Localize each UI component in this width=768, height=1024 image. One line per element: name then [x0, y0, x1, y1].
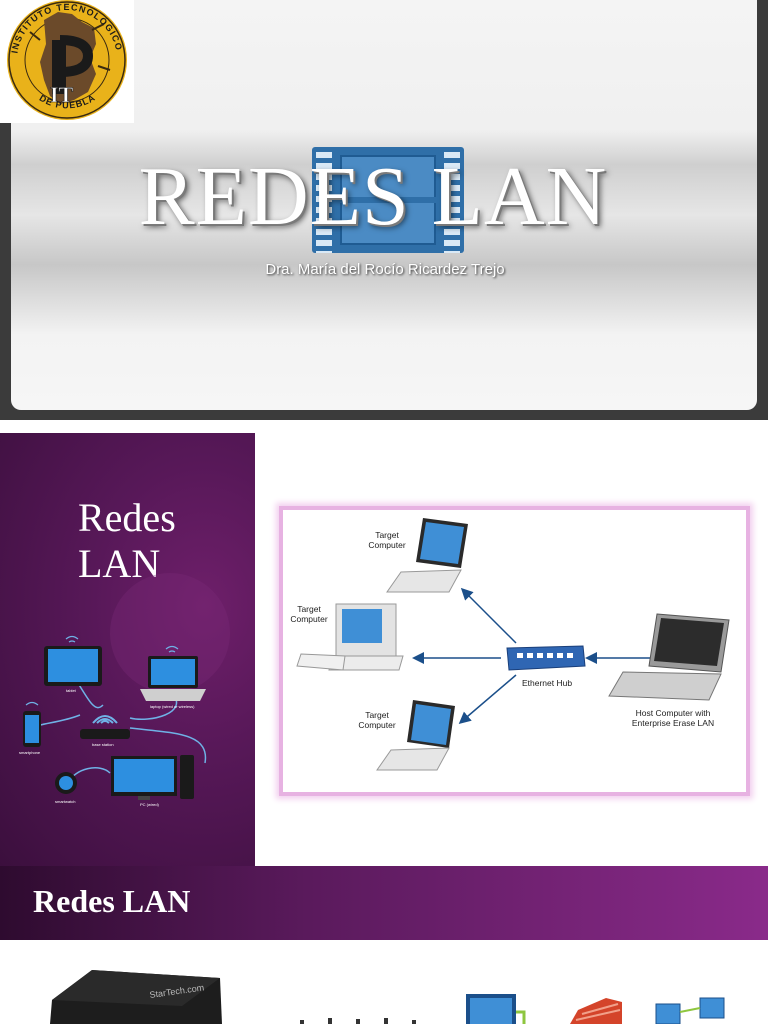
router-label: base station — [92, 742, 114, 747]
panel-title-line2: LAN — [78, 541, 161, 586]
tablet-icon — [44, 635, 102, 686]
laptop-label: laptop (wired or wireless) — [150, 704, 195, 709]
hub-label: Ethernet Hub — [521, 678, 573, 688]
smartwatch-icon — [55, 772, 77, 794]
router-icon — [80, 715, 130, 739]
device-brand-text: StarTech.com — [0, 940, 1, 941]
smartphone-icon — [23, 701, 41, 747]
film-strip-icon — [312, 147, 464, 253]
author-subtitle: Dra. María del Rocío Ricardez Trejo — [265, 261, 505, 278]
slide-title: REDES LAN — [138, 150, 608, 243]
network-nodes-icon — [655, 997, 725, 1024]
title-slide: IT INSTITUTO TECNOLÓGICO DE PUEBLA REDES… — [0, 0, 768, 420]
pc-label: PC (wired) — [140, 802, 159, 807]
slide3-header-band: Redes LAN — [0, 866, 768, 940]
ethernet-hub-diagram: Target Computer Target Computer Target C… — [279, 506, 750, 796]
svg-text:IT: IT — [50, 82, 74, 107]
target-desktop-icon — [296, 603, 404, 671]
lan-diagram-slide: Redes LAN — [0, 433, 768, 866]
laptop-icon — [140, 645, 206, 701]
host-label: Host Computer with Enterprise Erase LAN — [631, 708, 715, 728]
target-laptop-top-icon — [386, 518, 468, 593]
panel-title-line1: Redes — [78, 495, 176, 540]
target-bottom-label: Target Computer — [358, 710, 396, 730]
network-device-box-icon: StarTech.com — [50, 970, 222, 1024]
target-top-label: Target Computer — [368, 530, 406, 550]
slide3-illustrations: StarTech.com — [50, 970, 725, 1024]
target-laptop-bottom-icon — [376, 700, 455, 771]
firewall-icon — [570, 998, 622, 1024]
smartphone-label: smartphone — [19, 750, 41, 755]
purple-side-panel: Redes LAN — [0, 433, 255, 866]
ethernet-hub-icon — [506, 645, 586, 671]
institution-logo: IT INSTITUTO TECNOLÓGICO DE PUEBLA — [0, 0, 134, 123]
computer-monitor-icon — [466, 994, 526, 1024]
diagram-graphics — [296, 518, 730, 771]
network-devices-illustration — [23, 573, 230, 800]
host-laptop-icon — [608, 613, 730, 701]
slide3-title: Redes LAN — [33, 883, 191, 919]
panel-title: Redes LAN — [78, 495, 176, 587]
desktop-pc-icon — [111, 755, 194, 800]
target-left-label: Target Computer — [290, 604, 328, 624]
slide3-body: StarTech.com — [0, 940, 768, 1024]
cable-connectors-icon — [300, 1018, 416, 1024]
tablet-label: tablet — [66, 688, 76, 693]
smartwatch-label: smartwatch — [55, 799, 76, 804]
